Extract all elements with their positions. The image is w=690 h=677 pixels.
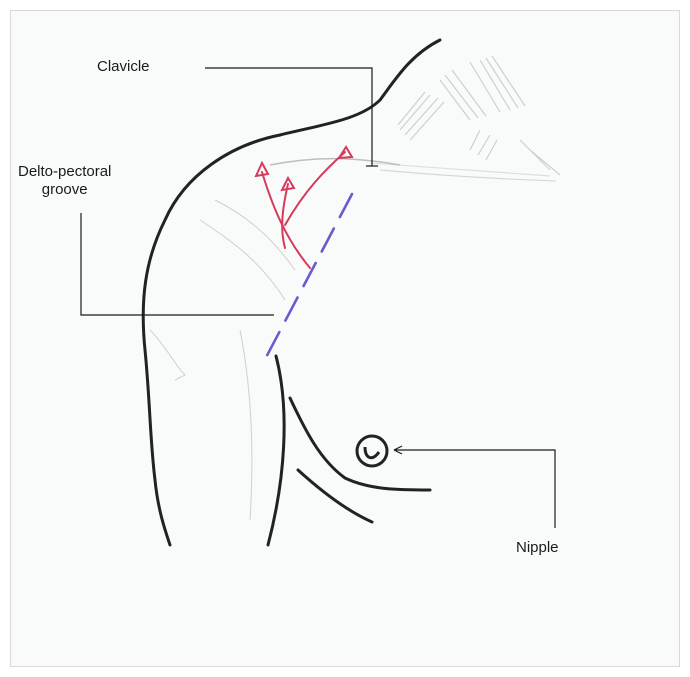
delto-pectoral-groove-label: Delto-pectoral groove bbox=[18, 163, 111, 199]
groove-label-line2: groove bbox=[18, 181, 111, 199]
clavicle-label: Clavicle bbox=[97, 58, 150, 76]
nipple-label: Nipple bbox=[516, 539, 559, 557]
groove-label-line1: Delto-pectoral bbox=[18, 163, 111, 181]
body-outline bbox=[143, 40, 440, 545]
incision-dashed-line bbox=[262, 194, 352, 365]
arm-shading bbox=[150, 200, 295, 520]
groove-leader-line bbox=[81, 213, 274, 315]
nipple-marker bbox=[357, 436, 387, 466]
